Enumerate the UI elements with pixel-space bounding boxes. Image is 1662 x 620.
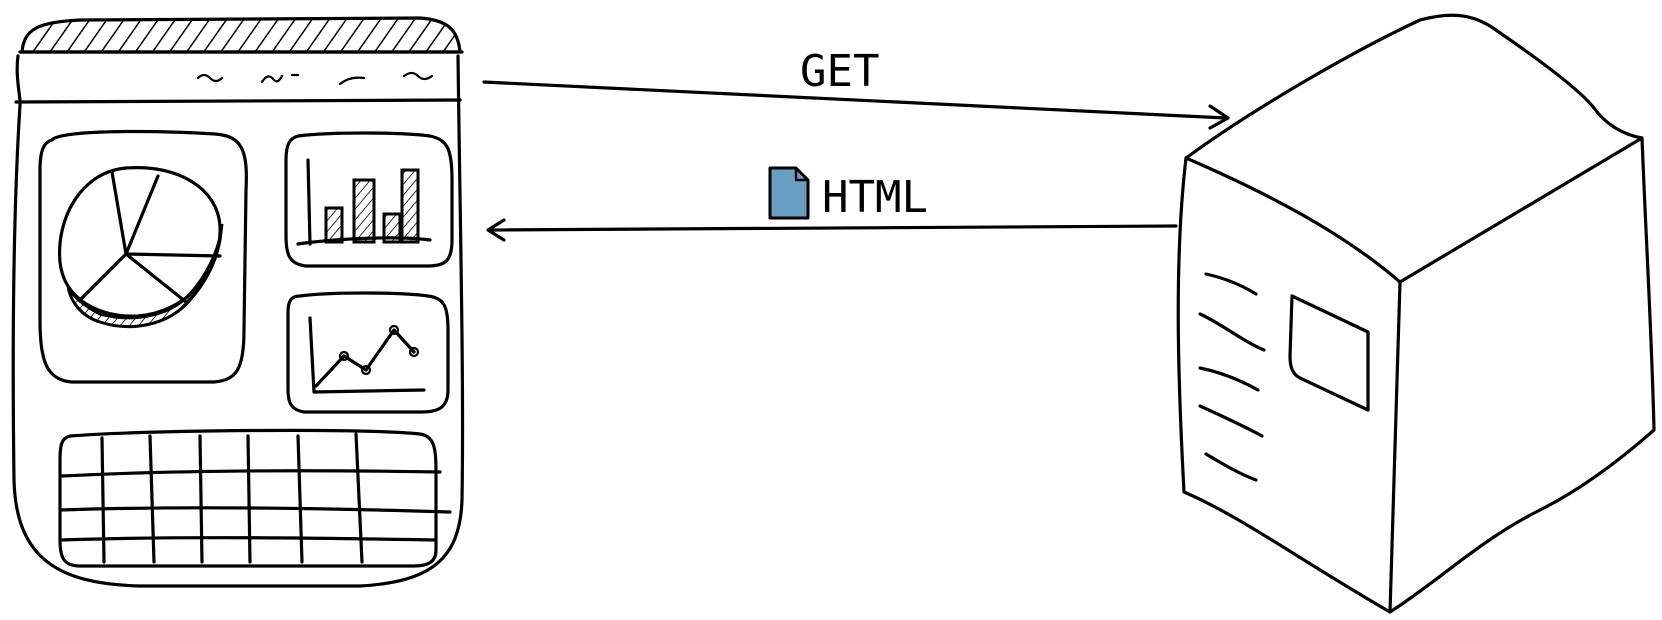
server-top-face <box>1184 13 1644 284</box>
document-icon <box>768 166 810 220</box>
browser-title-bar <box>20 16 462 54</box>
request-arrow <box>482 80 1230 130</box>
server-box-icon <box>1176 13 1656 614</box>
line-chart-line <box>314 328 416 388</box>
bar-1 <box>324 206 344 244</box>
browser-window-icon <box>11 16 465 588</box>
pie-chart-panel <box>38 129 248 384</box>
pie-chart-icon <box>57 166 222 318</box>
bar-2 <box>352 178 376 244</box>
browser-frame <box>11 50 465 588</box>
pie-rim <box>66 223 224 329</box>
line-chart-axis <box>308 316 426 394</box>
bar-3 <box>382 212 402 244</box>
server-side-face <box>1388 136 1656 614</box>
server-panel <box>1288 294 1370 412</box>
response-arrow <box>486 218 1178 242</box>
table-grid <box>58 428 452 568</box>
server-front-face <box>1176 156 1402 614</box>
window-controls <box>196 71 434 86</box>
line-chart-panel <box>286 291 450 414</box>
address-bar-divider <box>14 98 462 104</box>
pie-slices <box>78 170 222 304</box>
line-chart-points <box>338 324 420 376</box>
table-rows <box>58 469 452 542</box>
response-label: HTML <box>822 172 928 223</box>
table-columns <box>100 432 364 564</box>
server-vents <box>1198 272 1266 482</box>
bar-chart-panel <box>284 131 454 268</box>
request-label: GET <box>800 46 879 97</box>
bar-4 <box>400 168 420 244</box>
